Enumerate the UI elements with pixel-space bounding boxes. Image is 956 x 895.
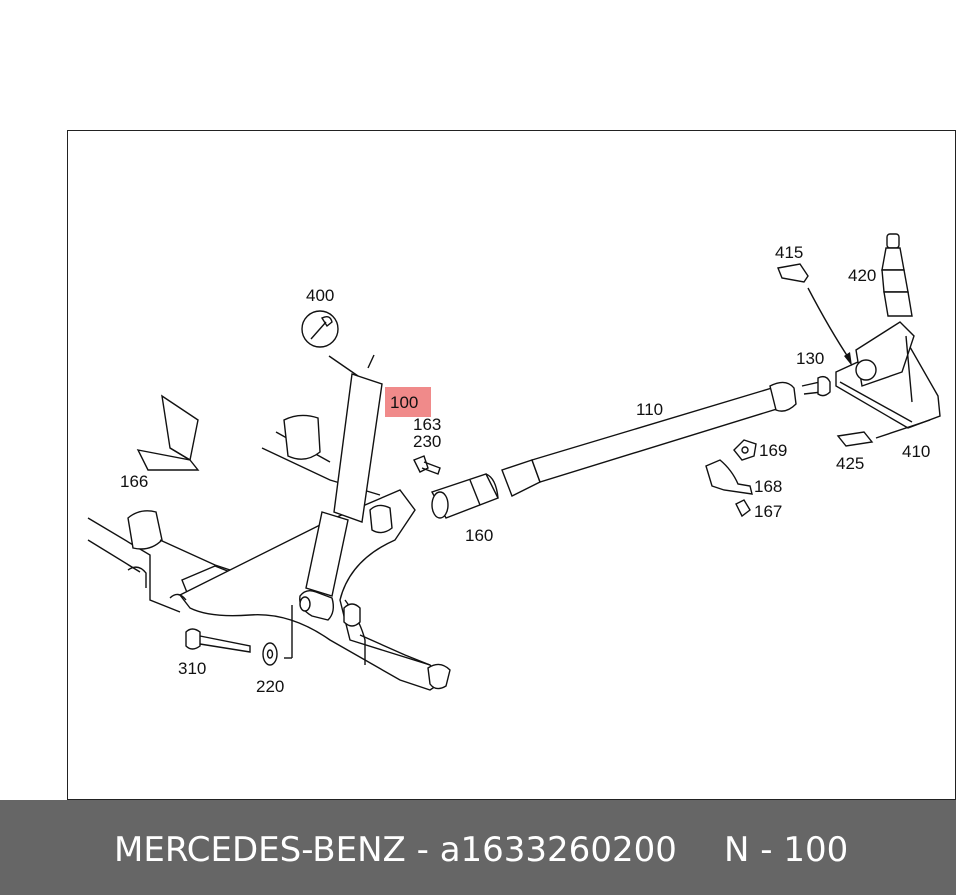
nut-169-drawing [733,439,757,461]
highlight-box [385,387,431,417]
label-420: 420 [848,266,876,285]
torsion-bar-110-drawing [501,381,797,497]
label-110: 110 [636,400,663,419]
label-169: 169 [759,441,787,460]
label-400: 400 [306,286,334,305]
label-410: 410 [902,442,930,461]
label-425: 425 [836,454,864,473]
bolt-310-drawing [185,628,278,666]
label-167: 167 [754,502,782,521]
position-number: N - 100 [724,830,849,870]
sleeve-160-drawing [430,473,499,519]
bump-stop-420-drawing [881,233,913,317]
bolt-230-drawing [413,455,441,475]
label-130: 130 [796,349,824,368]
label-415: 415 [775,243,803,262]
label-163: 163 [413,415,441,434]
label-168: 168 [754,477,782,496]
parts-diagram: 100 110 130 160 163 166 167 168 169 220 … [87,233,941,696]
diagram-frame [67,130,956,800]
label-166: 166 [120,472,148,491]
footer-bar: MERCEDES-BENZ - a1633260200 N - 100 [0,800,956,895]
label-310: 310 [178,659,206,678]
label-220: 220 [256,677,284,696]
clip-167-drawing [735,499,751,518]
bracket-166-drawing [136,394,200,471]
wrench-icon [301,310,339,348]
label-100: 100 [390,393,418,412]
bolt-130-drawing [801,375,831,397]
label-160: 160 [465,526,493,545]
mount-410-drawing [835,321,941,429]
clamp-168-drawing [705,459,753,495]
shock-absorber-drawing [284,354,383,659]
pad-415-drawing [777,263,852,366]
shim-425-drawing [836,419,931,447]
label-230: 230 [413,432,441,451]
brand-part-number: MERCEDES-BENZ - a1633260200 [114,830,677,870]
